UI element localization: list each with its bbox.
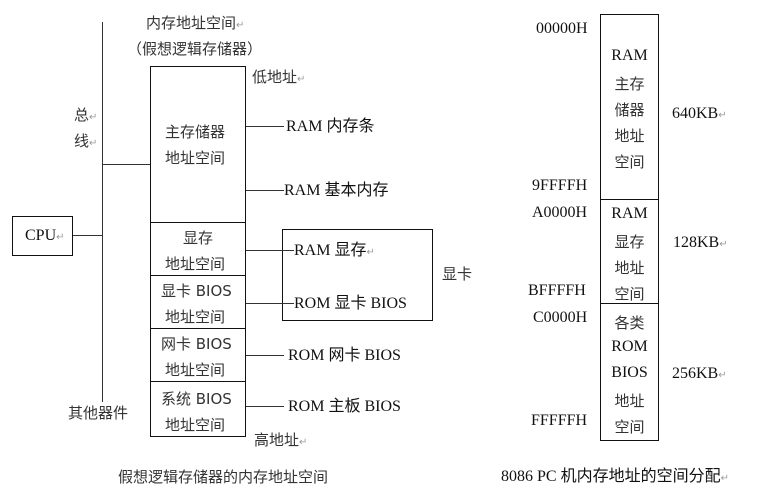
pc-memory-map: RAM 主存 储器 地址 空间 RAM 显存 地址 空间 各类 ROM BIOS… [600,14,659,441]
logical-memory-stack: 主存储器 地址空间 显存 地址空间 显卡 BIOS 地址空间 网卡 BIOS 地… [150,66,246,437]
address-00000h: 00000H [536,20,588,37]
address-bffffh: BFFFFH [528,282,586,299]
main-memory-segment: 主存储器 地址空间 [151,67,245,222]
ram-stick-connector [246,126,284,127]
main-ram-region: RAM 主存 储器 地址 空间 [601,15,658,199]
address-c0000h: C0000H [533,309,588,326]
nic-bios-label: ROM 网卡 BIOS [288,347,401,364]
bus-label-2: 线↵ [74,132,98,150]
address-a0000h: A0000H [532,204,588,221]
segment-label: 显存 [183,229,214,247]
low-address-label: 低地址↵ [252,68,306,86]
cpu-label: CPU↵ [25,227,65,244]
segment-label: 主存储器 [165,123,226,141]
rom-bios-region: 各类 ROM BIOS 地址 空间 [601,303,658,442]
nic-bios-connector [246,355,284,356]
cpu-box: CPU↵ [12,216,73,256]
video-card-label: 显卡 [442,265,473,283]
system-bus-line [102,22,103,402]
region-label: RAM [611,47,648,64]
video-bios-connector [246,303,294,304]
region-label: 空间 [614,418,645,436]
segment-label: 地址空间 [165,308,226,326]
size-256kb: 256KB↵ [672,365,727,382]
size-640kb: 640KB↵ [672,105,727,122]
video-card-box [282,229,433,321]
nic-bios-segment: 网卡 BIOS 地址空间 [151,328,245,381]
segment-label: 地址空间 [165,149,226,167]
address-9ffffh: 9FFFFH [532,177,588,194]
region-label: ROM [611,338,648,355]
segment-label: 显卡 BIOS [161,282,232,300]
segment-label: 系统 BIOS [161,390,232,408]
cpu-bus-connector [73,235,103,236]
system-bios-segment: 系统 BIOS 地址空间 [151,381,245,438]
region-label: 空间 [614,285,645,303]
region-label: 地址 [614,127,645,145]
segment-label: 地址空间 [165,416,226,434]
address-fffffh: FFFFFH [531,412,588,429]
region-label: 储器 [614,101,645,119]
region-label: 地址 [614,392,645,410]
video-ram-region: RAM 显存 地址 空间 [601,199,658,303]
right-diagram-caption: 8086 PC 机内存地址的空间分配↵ [501,468,729,485]
region-label: 显存 [614,233,645,251]
video-bios-segment: 显卡 BIOS 地址空间 [151,275,245,328]
region-label: 主存 [614,75,645,93]
bus-memory-connector [102,164,150,165]
ram-base-connector [246,190,284,191]
bus-label-1: 总↵ [74,106,98,124]
video-memory-segment: 显存 地址空间 [151,222,245,275]
address-space-subtitle: （假想逻辑存储器） [127,40,263,58]
left-diagram-caption: 假想逻辑存储器的内存地址空间 [118,468,329,486]
region-label: RAM [611,205,648,222]
segment-label: 地址空间 [165,255,226,273]
video-bios-label: ROM 显卡 BIOS [294,295,407,312]
size-128kb: 128KB↵ [673,234,728,251]
board-bios-label: ROM 主板 BIOS [288,398,401,415]
ram-base-label: RAM 基本内存 [284,182,389,199]
region-label: 空间 [614,153,645,171]
board-bios-connector [246,406,284,407]
region-label: 地址 [614,259,645,277]
region-label: 各类 [614,314,645,332]
video-ram-connector [246,250,294,251]
other-devices-label: 其他器件 [68,404,129,422]
high-address-label: 高地址↵ [254,431,308,449]
address-space-title: 内存地址空间↵ [146,14,245,32]
region-label: BIOS [611,364,648,381]
segment-label: 网卡 BIOS [161,335,232,353]
ram-stick-label: RAM 内存条 [286,118,375,135]
video-ram-label: RAM 显存↵ [294,242,375,259]
segment-label: 地址空间 [165,361,226,379]
